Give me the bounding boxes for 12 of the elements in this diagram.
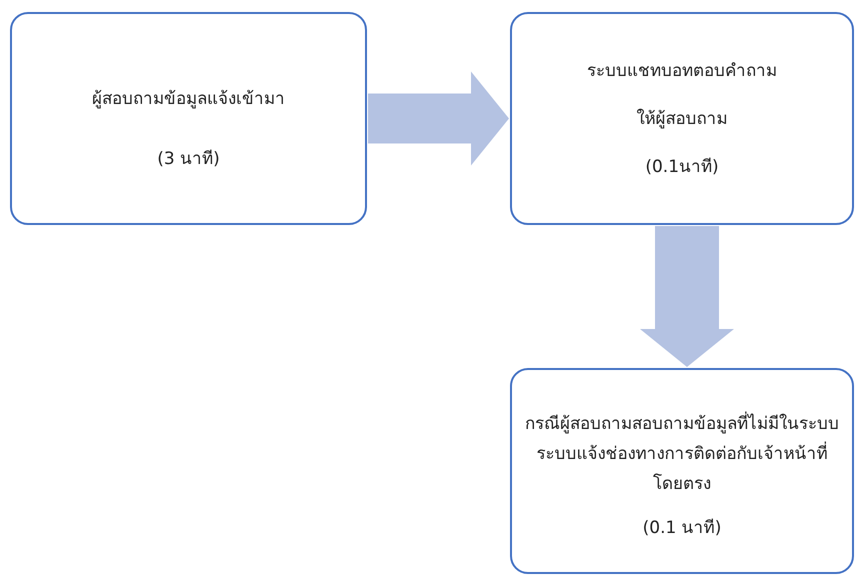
duration-text: (0.1นาที): [645, 156, 719, 178]
process-box: [510, 12, 854, 225]
box-text: ระบบแชทบอทตอบคำถาม: [587, 60, 777, 82]
block-arrow: [640, 226, 734, 367]
block-arrow: [368, 72, 509, 166]
duration-text: (3 นาที): [157, 148, 220, 170]
duration-text: (0.1 นาที): [642, 517, 722, 540]
box-text: กรณีผู้สอบถามสอบถามข้อมูลที่ไม่มีในระบบ ระบบแจ้งช่องทางการติดต่อกับเจ้าหน้าที่โดยตรง: [512, 409, 852, 499]
process-box: [510, 368, 854, 574]
box-text: ผู้สอบถามข้อมูลแจ้งเข้ามา: [92, 88, 285, 110]
process-box: [10, 12, 367, 225]
box-text: ให้ผู้สอบถาม: [636, 108, 728, 130]
